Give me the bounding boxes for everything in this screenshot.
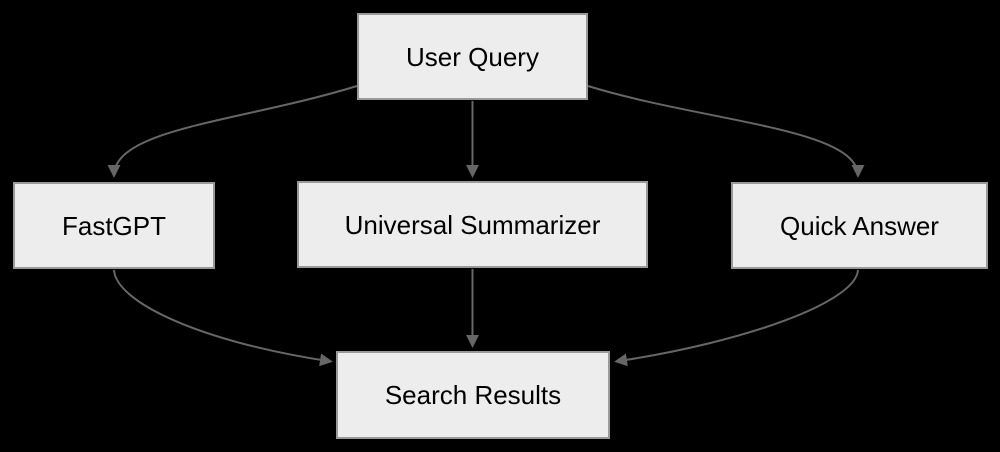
- edge-user-query-to-fastgpt: [107, 85, 358, 178]
- edge-user-query-to-quick-answer: [587, 85, 865, 178]
- node-fastgpt: FastGPT: [13, 182, 215, 269]
- node-user-query-label: User Query: [406, 41, 539, 72]
- node-user-query: User Query: [357, 13, 588, 100]
- edge-quick-answer-to-search-results: [614, 269, 859, 367]
- node-search-results-label: Search Results: [384, 380, 562, 410]
- node-universal-summarizer-label: Universal Summarizer: [344, 209, 601, 240]
- edge-fastgpt-to-search-results: [113, 269, 333, 367]
- node-quick-answer-label: Quick Answer: [780, 210, 939, 241]
- node-quick-answer: Quick Answer: [731, 182, 988, 269]
- node-universal-summarizer: Universal Summarizer: [297, 181, 648, 268]
- node-search-results: Search Results: [336, 351, 610, 439]
- node-fastgpt-label: FastGPT: [61, 210, 166, 241]
